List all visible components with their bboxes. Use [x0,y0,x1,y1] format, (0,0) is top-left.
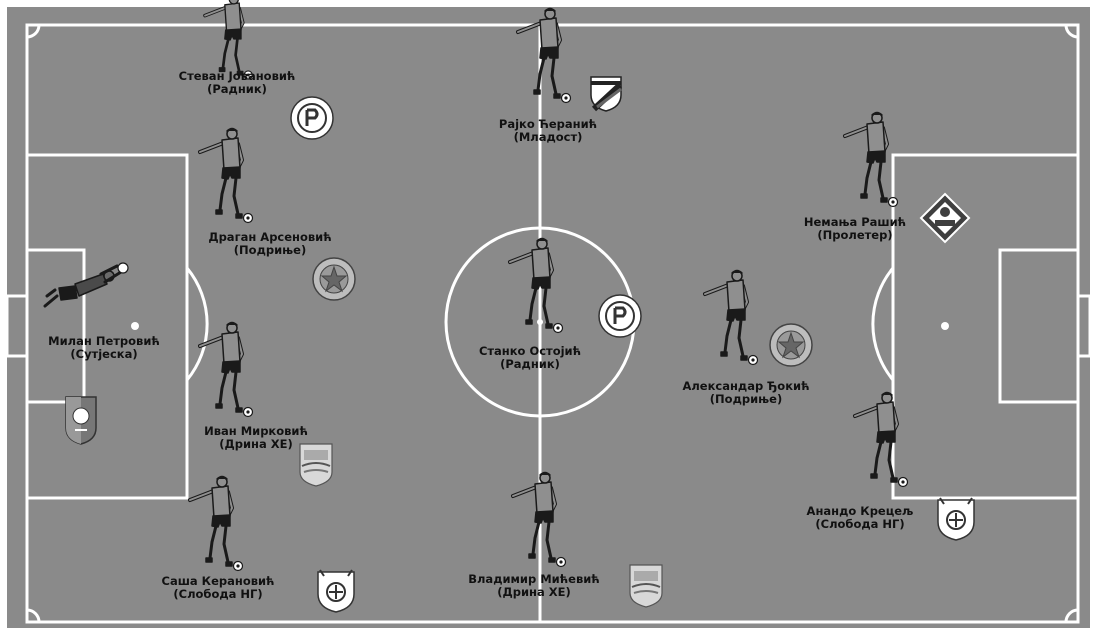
drina-he-badge [629,564,663,608]
footballer-figure [203,0,253,80]
player-club: (Дрина ХЕ) [219,437,293,451]
player-club: (Радник) [500,357,560,371]
player-club: (Пролетер) [817,228,893,242]
right-goal [1076,294,1092,358]
right-penalty-arc [871,267,895,381]
player-name: Иван Мирковић [204,424,308,438]
podrinje-badge [312,257,356,301]
player-club: (Подриње) [709,392,783,406]
footballer-figure [843,111,899,208]
left-penalty-spot [131,322,139,330]
player-name: Немања Рашић [803,215,907,229]
player-club: (Младост) [513,130,583,144]
player-label: Иван Мирковић(Дрина ХЕ) [204,425,308,451]
player-club: (Сутјеска) [70,347,138,361]
player-club: (Слобода НГ) [815,517,905,531]
corner-arc-top-right [1064,24,1079,39]
left-penalty-arc [185,267,209,381]
left-goal [5,294,29,358]
player-club: (Слобода НГ) [173,587,263,601]
corner-arc-bottom-right [1064,608,1079,623]
player-name: Станко Остојић [478,344,582,358]
player-label: Милан Петровић(Сутјеска) [48,335,160,361]
player-label: Анандо Крецељ(Слобода НГ) [807,505,914,531]
player-name: Саша Керановић [161,574,275,588]
player-name: Рајко Ћеранић [498,117,598,131]
player-name: Милан Петровић [48,334,160,348]
drina-he-badge [299,443,333,487]
footballer-figure [511,471,567,568]
sloboda-ng-badge [317,569,355,613]
corner-arc-top-left [26,24,41,39]
footballer-figure [516,7,572,104]
corner-arc-bottom-left [26,608,41,623]
footballer-figure [198,321,254,418]
mladost-badge [590,76,623,112]
player-label: Владимир Мићевић(Дрина ХЕ) [468,573,600,599]
proleter-badge [919,192,971,244]
player-name: Драган Арсеновић [208,230,332,244]
player-label: Немања Рашић(Пролетер) [804,216,906,242]
player-club: (Дрина ХЕ) [497,585,571,599]
player-label: Рајко Ћеранић(Младост) [499,118,597,144]
player-club: (Радник) [207,82,267,96]
player-name: Стеван Јовановић [178,69,296,83]
sloboda-ng-badge [937,497,975,541]
radnik-badge [290,96,334,140]
player-name: Анандо Крецељ [806,504,914,518]
sutjeska-badge [65,396,97,445]
footballer-figure [853,391,909,488]
footballer-figure [508,237,564,334]
player-name: Александар Ђокић [682,379,810,393]
player-label: Драган Арсеновић(Подриње) [208,231,331,257]
ball [117,262,129,274]
player-label: Станко Остојић(Радник) [479,345,581,371]
right-penalty-spot [941,322,949,330]
podrinje-badge [769,323,813,367]
player-name: Владимир Мићевић [468,572,600,586]
radnik-badge [598,294,642,338]
player-club: (Подриње) [233,243,307,257]
player-label: Александар Ђокић(Подриње) [682,380,809,406]
footballer-figure [198,127,254,224]
center-spot [537,319,543,325]
footballer-figure [703,269,759,366]
player-label: Стеван Јовановић(Радник) [179,70,296,96]
footballer-figure [188,475,244,572]
goalkeeper-figure [43,262,129,308]
player-label: Саша Керановић(Слобода НГ) [162,575,275,601]
